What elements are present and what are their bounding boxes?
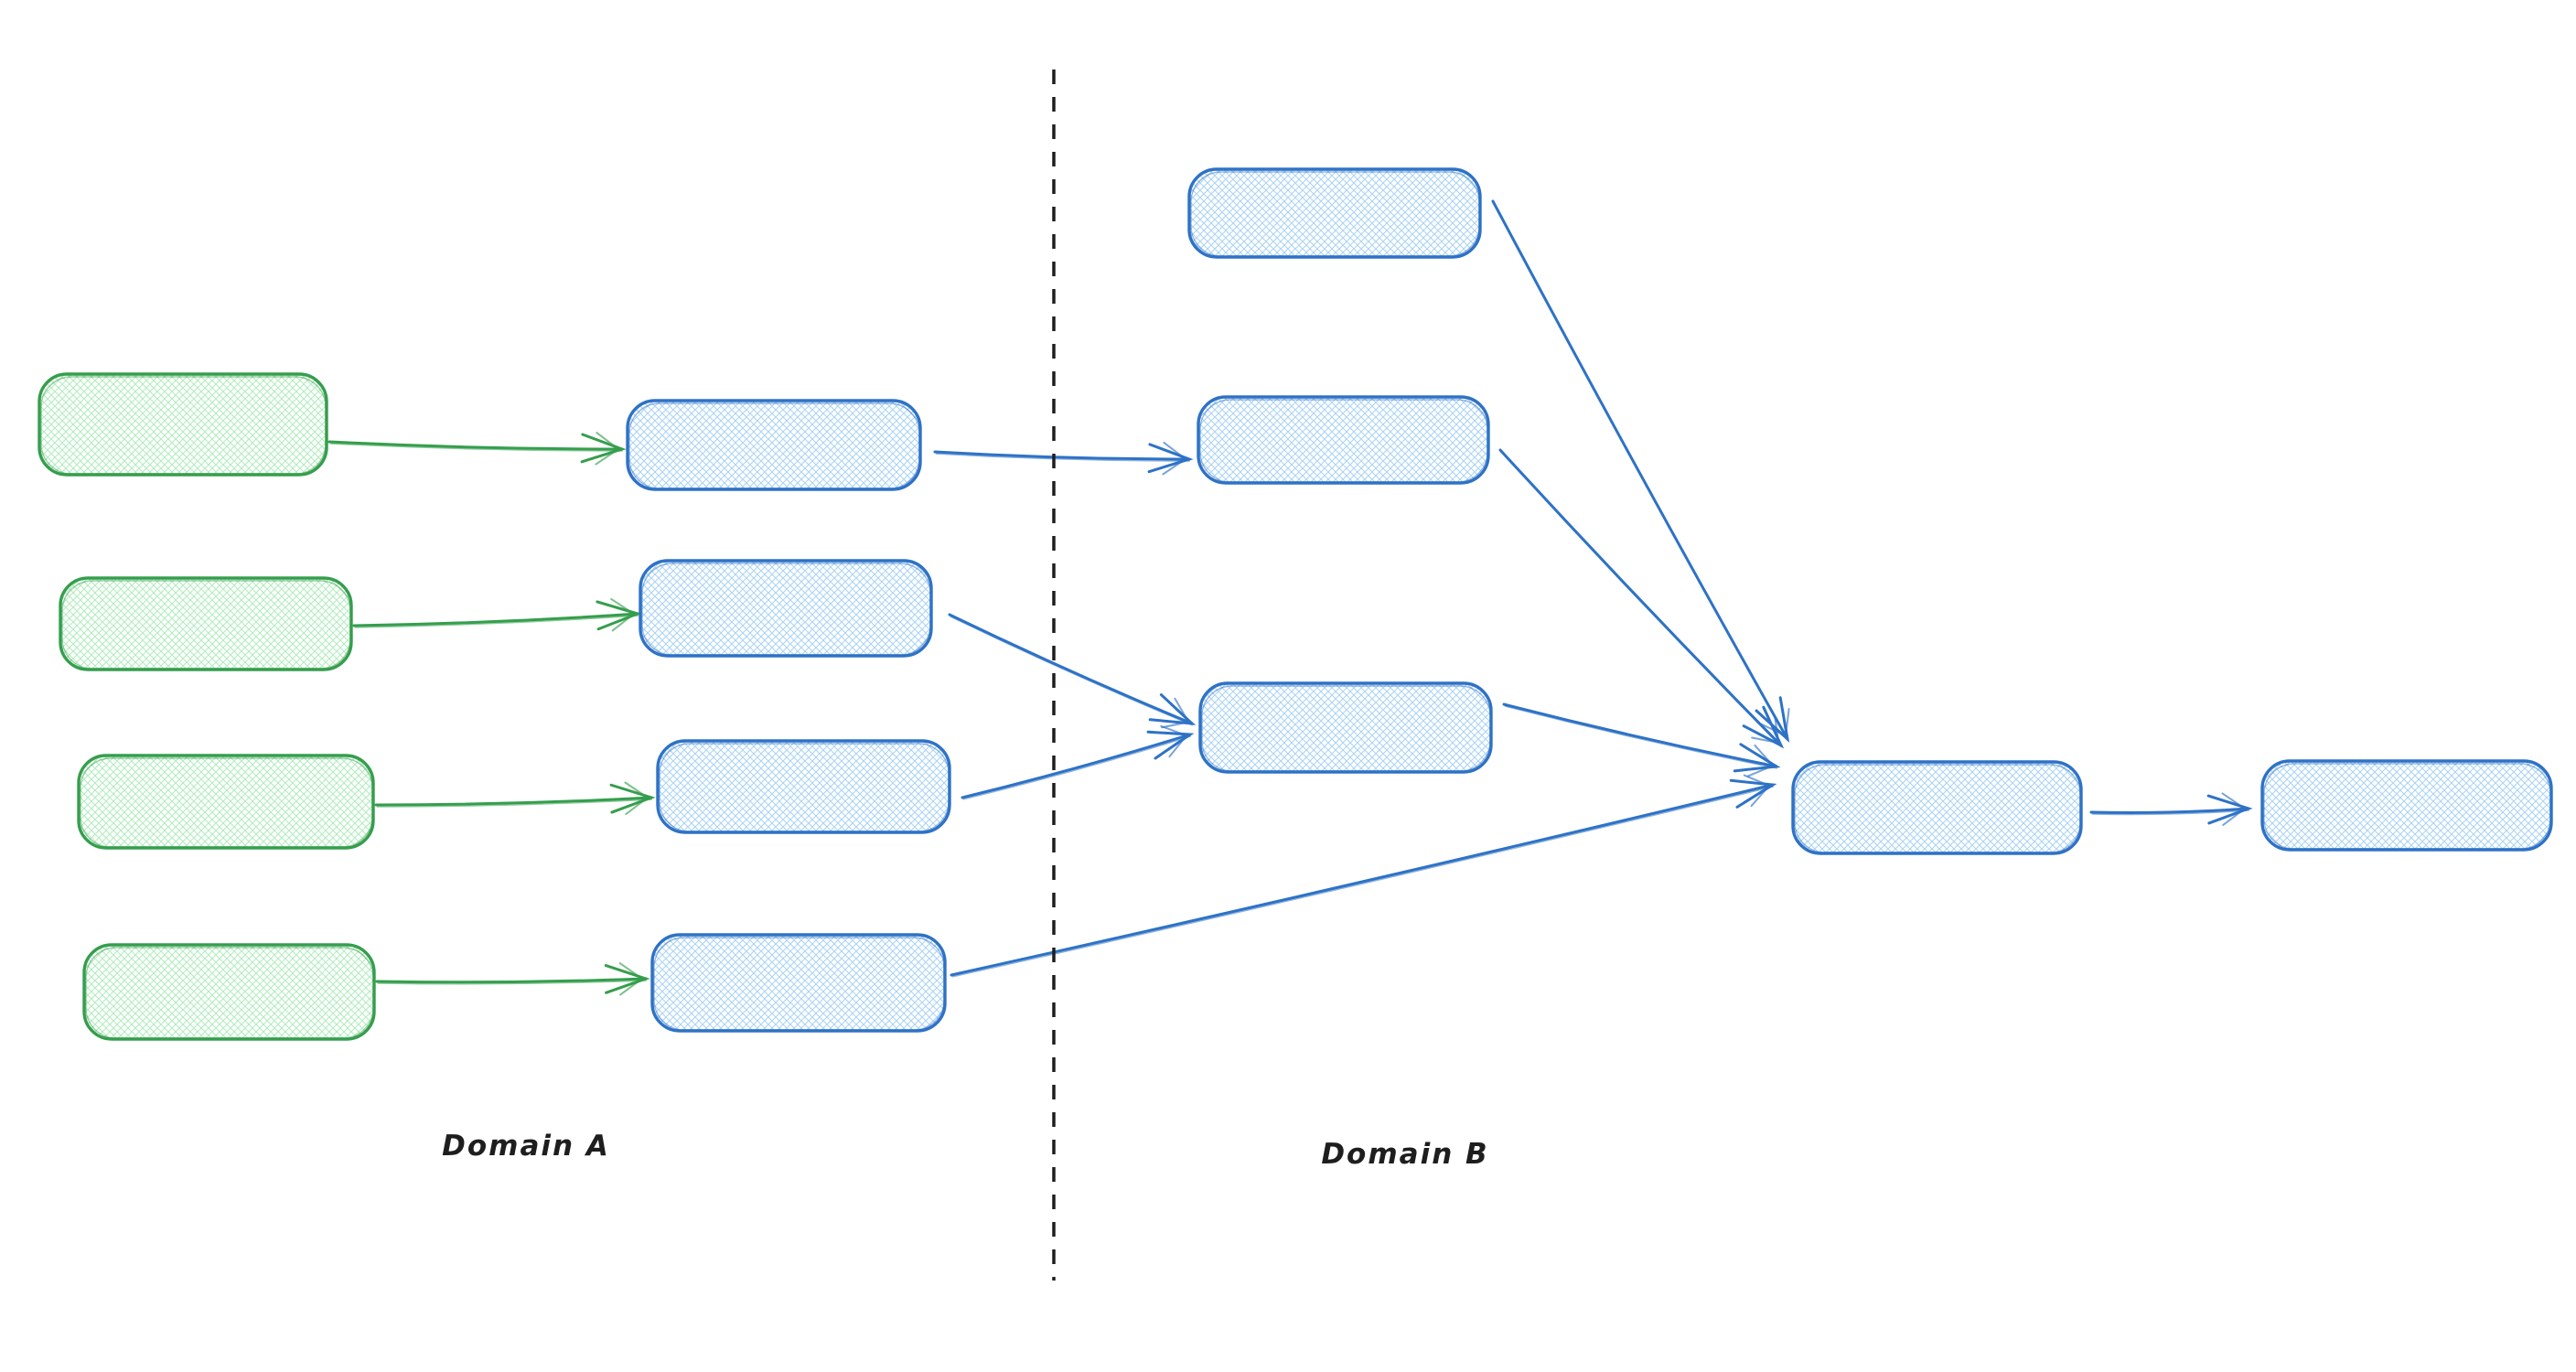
domain-a-label: Domain A: [442, 1130, 610, 1163]
domain-b-aggregator: [1791, 760, 2083, 855]
arrow-input1-to-process1: [327, 432, 627, 466]
edge-arrows-layer: [327, 199, 2253, 996]
domain-a-input-2: [59, 576, 353, 671]
domain-a-input-3: [77, 754, 375, 850]
node-boxes-layer: [38, 167, 2553, 1041]
domain-a-process-2: [639, 559, 933, 658]
arrow-node3-to-aggregator: [1502, 702, 1781, 777]
domain-b-node-2: [1197, 395, 1490, 485]
arrow-input3-to-process3: [374, 781, 656, 815]
arrow-aggregator-to-output: [2089, 792, 2253, 826]
domain-b-node-3: [1198, 681, 1493, 774]
arrow-node1-to-aggregator: [1491, 199, 1790, 744]
domain-a-input-1: [38, 372, 328, 477]
arrow-input2-to-process2: [352, 597, 642, 632]
domain-a-input-4: [82, 943, 376, 1041]
domain-b-output: [2260, 759, 2553, 852]
domain-a-process-4: [650, 933, 947, 1033]
arrow-node2-to-aggregator: [1498, 448, 1785, 749]
arrow-process4-to-aggregator: [950, 774, 1777, 978]
domain-a-process-1: [626, 399, 922, 491]
arrow-input4-to-process4: [375, 962, 650, 996]
domain-b-label: Domain B: [1321, 1138, 1488, 1171]
domain-a-process-3: [656, 739, 951, 834]
domain-b-node-1: [1187, 167, 1482, 259]
arrow-process2-to-node3: [948, 613, 1197, 729]
arrow-process1-to-node2: [933, 441, 1194, 476]
arrow-process3-to-node3: [961, 724, 1195, 800]
